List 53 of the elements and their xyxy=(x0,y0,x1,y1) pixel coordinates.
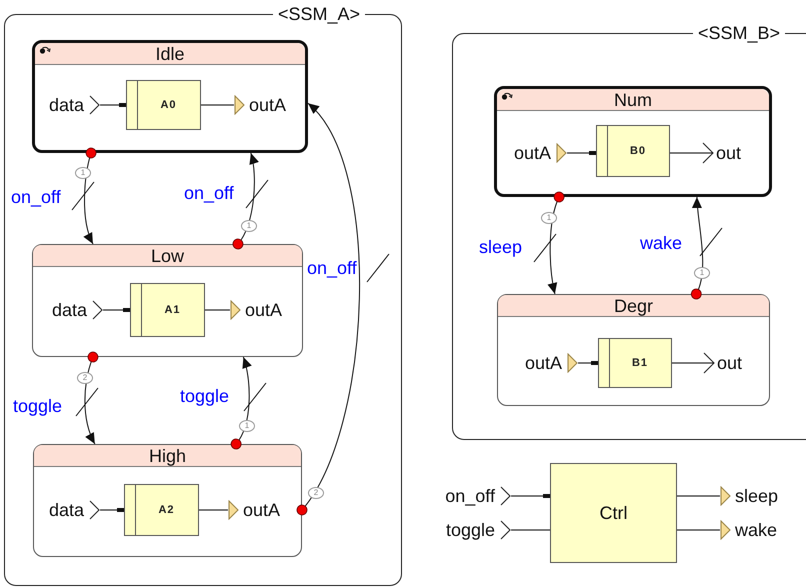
function-block: A1 xyxy=(130,283,205,337)
port-label: outA xyxy=(243,499,280,521)
port-label: data xyxy=(52,299,87,321)
port-label: out xyxy=(716,142,742,164)
transition-arrow xyxy=(548,192,564,294)
port-label: data xyxy=(48,94,84,116)
transition-arrow xyxy=(84,352,98,444)
function-block: B1 xyxy=(598,338,672,388)
state-title: Idle xyxy=(35,43,305,65)
port-label: outA xyxy=(524,352,562,374)
state-box xyxy=(33,444,302,557)
state-box xyxy=(494,86,772,197)
priority-number: 1 xyxy=(239,420,255,432)
transition-arrow xyxy=(690,196,704,300)
priority-number: 1 xyxy=(241,220,257,232)
state-box xyxy=(32,40,308,153)
function-block: A0 xyxy=(126,80,201,130)
function-block: B0 xyxy=(596,125,670,177)
priority-number: 1 xyxy=(75,167,91,179)
port-label: toggle xyxy=(446,519,495,541)
port-label: data xyxy=(48,499,84,521)
transition-arrow xyxy=(296,102,360,516)
state-title: Num xyxy=(497,89,769,111)
transition-arrow xyxy=(232,152,258,250)
priority-number: 2 xyxy=(308,487,324,499)
signal-line xyxy=(100,508,124,512)
port-label: wake xyxy=(735,519,778,541)
state-title: Degr xyxy=(498,295,769,317)
signal-line xyxy=(672,352,714,374)
priority-number: 1 xyxy=(541,212,557,224)
state-title: Low xyxy=(33,245,302,267)
port-label: out xyxy=(717,352,742,374)
signal-line xyxy=(102,308,130,312)
state-title: High xyxy=(34,445,301,467)
signal-line xyxy=(510,494,550,498)
signal-line xyxy=(200,104,234,106)
priority-number: 1 xyxy=(694,267,710,279)
signal-line xyxy=(100,103,126,107)
port-label: sleep xyxy=(735,485,778,507)
priority-number: 2 xyxy=(77,372,93,384)
state-box xyxy=(497,294,770,406)
signal-line xyxy=(566,151,596,155)
port-label: on_off xyxy=(445,485,495,507)
controller-block: Ctrl xyxy=(550,463,677,563)
port-label: outA xyxy=(249,94,286,116)
port-label: outA xyxy=(245,299,282,321)
function-block: A2 xyxy=(124,484,199,536)
transition-arrow xyxy=(230,356,252,450)
signal-line xyxy=(670,142,714,164)
state-box xyxy=(32,244,303,357)
transition-arrow xyxy=(84,148,96,244)
signal-line xyxy=(578,361,598,365)
port-label: outA xyxy=(514,142,551,164)
